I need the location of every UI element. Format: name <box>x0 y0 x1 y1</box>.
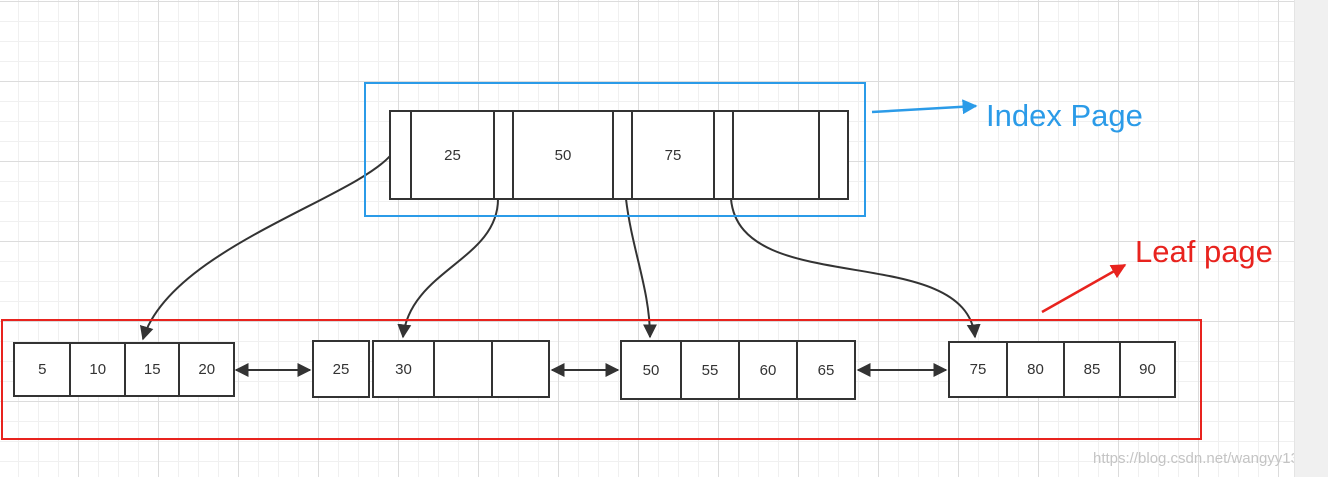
leaf-key-cell: 30 <box>395 360 412 378</box>
pointer-to-leaf-2 <box>397 198 499 339</box>
leaf-key-cell: 90 <box>1119 343 1174 396</box>
vertical-scrollbar[interactable] <box>1294 0 1328 477</box>
leaf-key-cell: 80 <box>1006 343 1063 396</box>
index-pointer-cell <box>391 112 410 198</box>
index-pointer-cell <box>713 112 732 198</box>
pointer-to-leaf-1 <box>139 155 391 341</box>
leaf-key-cell: 55 <box>679 342 738 398</box>
index-page-frame <box>364 82 866 217</box>
leaf-node-2-right: 30 <box>372 340 550 398</box>
leaf-key-cell: 50 <box>642 361 660 379</box>
index-pointer-cell <box>493 112 512 198</box>
pointer-to-leaf-4 <box>730 198 981 339</box>
leaf-key-cell: 65 <box>796 342 854 398</box>
leaf-key-cell <box>491 342 548 396</box>
leaf-node-3: 50 55 60 65 <box>620 340 856 400</box>
leaf-node-1: 5 10 15 20 <box>13 342 235 397</box>
leaf-key-cell: 75 <box>969 361 987 378</box>
index-key-cell: 50 <box>512 112 612 198</box>
index-node: 25 50 75 <box>389 110 849 200</box>
index-key-cell: 75 <box>631 112 713 198</box>
index-pointer-cell <box>818 112 840 198</box>
watermark: https://blog.csdn.net/wangyy130 <box>1093 450 1308 467</box>
leaf-key-cell: 15 <box>123 344 179 395</box>
index-key-cell <box>732 112 818 198</box>
leaf-key-cell: 25 <box>332 360 350 378</box>
leaf-key-cell: 85 <box>1063 343 1119 396</box>
leaf-key-cell: 60 <box>737 342 796 398</box>
leaf-page-label: Leaf page <box>1135 234 1273 269</box>
pointer-to-leaf-3 <box>625 198 657 339</box>
leaf-node-2-left: 25 <box>312 340 370 398</box>
leaf-key-cell <box>433 342 491 396</box>
index-key-cell: 25 <box>410 112 493 198</box>
index-pointer-cell <box>612 112 631 198</box>
leaf-key-cell: 5 <box>38 361 47 378</box>
leaf-page-frame <box>1 319 1202 440</box>
index-page-label: Index Page <box>986 98 1143 133</box>
leaf-node-4: 75 80 85 90 <box>948 341 1176 398</box>
leaf-key-cell: 10 <box>69 344 124 395</box>
leaf-label-arrow <box>1041 263 1127 314</box>
index-label-arrow <box>871 99 978 115</box>
leaf-key-cell: 20 <box>178 344 233 395</box>
